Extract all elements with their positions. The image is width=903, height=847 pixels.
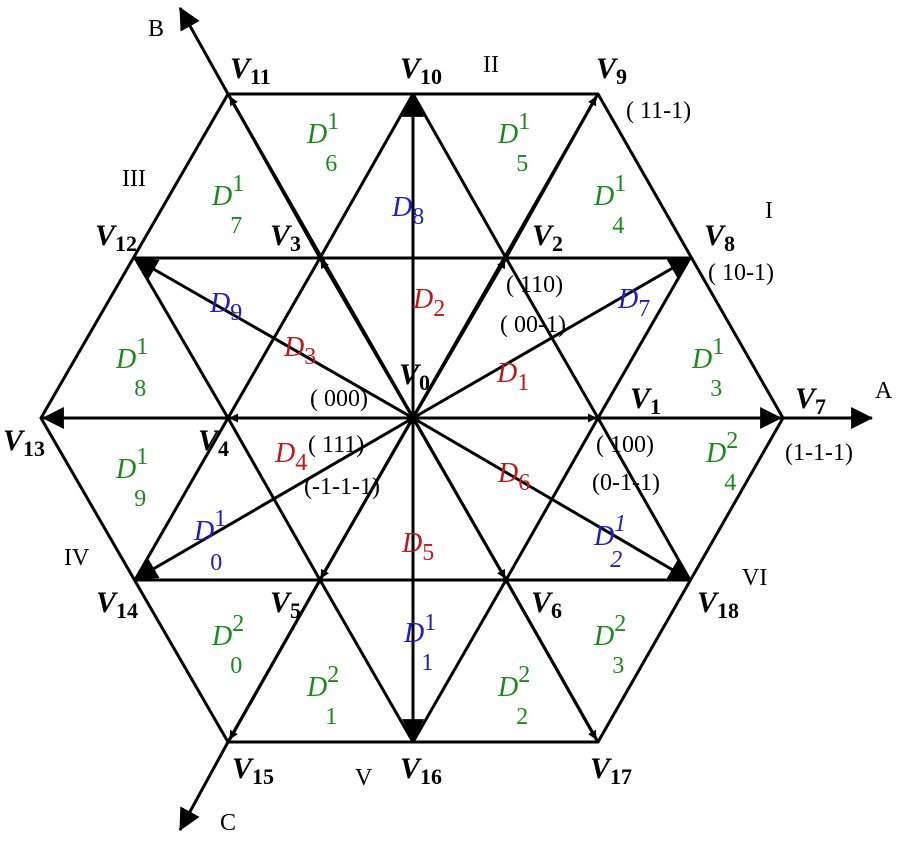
vector-label-v5: V5: [270, 586, 301, 623]
sector-label-iii: III: [122, 166, 146, 192]
axis-c-line: [178, 741, 230, 831]
line-v1-v18: [596, 417, 692, 581]
line-v6-v16: [411, 579, 508, 743]
region-d1: D1: [496, 358, 529, 396]
region-d7: D7: [617, 284, 650, 322]
vector-label-v15: V15: [232, 752, 274, 789]
arrow-v6: [411, 417, 507, 579]
axis-label-a: A: [875, 378, 893, 404]
region-d9: D9: [209, 288, 242, 326]
arrow-v15: [228, 579, 322, 740]
region-d6: D6: [497, 458, 530, 496]
vector-label-v4: V4: [198, 424, 229, 461]
arrow-v14: [135, 416, 414, 581]
axis-label-c: C: [220, 810, 236, 836]
line-v14-v4: [133, 417, 230, 581]
state-00m1: ( 00-1): [500, 312, 566, 338]
vector-labels: V0 V1 V2 V3 V4 V5 V6 V7 V8 V9 V10 V11 V1…: [3, 52, 826, 789]
arrow-v2: [411, 259, 507, 419]
arrow-v5: [319, 417, 415, 579]
vector-label-v13: V13: [3, 424, 45, 461]
sector-label-v: V: [355, 765, 373, 791]
vector-label-v9: V9: [596, 52, 627, 89]
region-d8: D8: [391, 192, 424, 230]
arrow-v3: [319, 259, 415, 419]
vector-label-v16: V16: [400, 752, 442, 789]
vector-label-v8: V8: [704, 219, 735, 256]
state-10m1: ( 10-1): [708, 260, 774, 286]
sector-label-vi: VI: [742, 565, 767, 591]
state-0m1m1: (0-1-1): [592, 470, 660, 496]
vector-label-v0: V0: [399, 358, 430, 395]
vector-label-v3: V3: [270, 219, 301, 256]
arrow-v18: [412, 416, 691, 582]
state-000: ( 000): [310, 386, 368, 412]
switch-state-labels: ( 000) ( 111) (-1-1-1) ( 110) ( 00-1) ( …: [304, 98, 853, 500]
region-d2: D2: [412, 284, 445, 322]
vector-label-v6: V6: [531, 586, 562, 623]
arrow-v12: [135, 257, 414, 420]
line-v2-v10: [411, 93, 508, 259]
region-d5: D5: [401, 528, 434, 566]
vector-arrows: [41, 94, 783, 742]
line-v8-v1: [596, 257, 692, 419]
axis-label-b: B: [148, 16, 164, 42]
state-110: ( 110): [506, 272, 563, 298]
arrow-v17: [504, 579, 598, 740]
state-11m1: ( 11-1): [626, 98, 691, 124]
arrow-v9: [504, 96, 598, 259]
vector-label-v10: V10: [400, 52, 442, 89]
line-v5-v16: [318, 579, 415, 743]
vector-label-v7: V7: [795, 382, 826, 419]
sector-label-ii: II: [483, 52, 499, 78]
vector-label-v14: V14: [96, 586, 138, 623]
vector-label-v2: V2: [532, 219, 563, 256]
vector-label-v18: V18: [697, 586, 739, 623]
arrow-v8: [412, 256, 691, 420]
state-m1m1m1: (-1-1-1): [304, 474, 380, 500]
axis-b-line: [178, 7, 230, 95]
line-v12-v15: [133, 257, 230, 419]
line-v3-v10: [318, 93, 415, 259]
region-d3: D3: [283, 332, 316, 370]
sector-labels: I II III IV V VI: [64, 52, 773, 791]
axis-labels: A B C: [148, 16, 893, 836]
vector-label-v11: V11: [230, 52, 271, 89]
state-111: ( 111): [308, 432, 364, 458]
vector-label-v17: V17: [590, 752, 632, 789]
vector-label-v1: V1: [630, 382, 661, 419]
state-1m1m1: (1-1-1): [785, 440, 853, 466]
state-100: ( 100): [596, 432, 654, 458]
region-d4: D4: [274, 438, 307, 476]
sector-label-i: I: [765, 198, 773, 224]
arrow-v11: [228, 96, 322, 259]
sector-label-iv: IV: [64, 545, 90, 571]
vector-label-v12: V12: [95, 219, 137, 256]
